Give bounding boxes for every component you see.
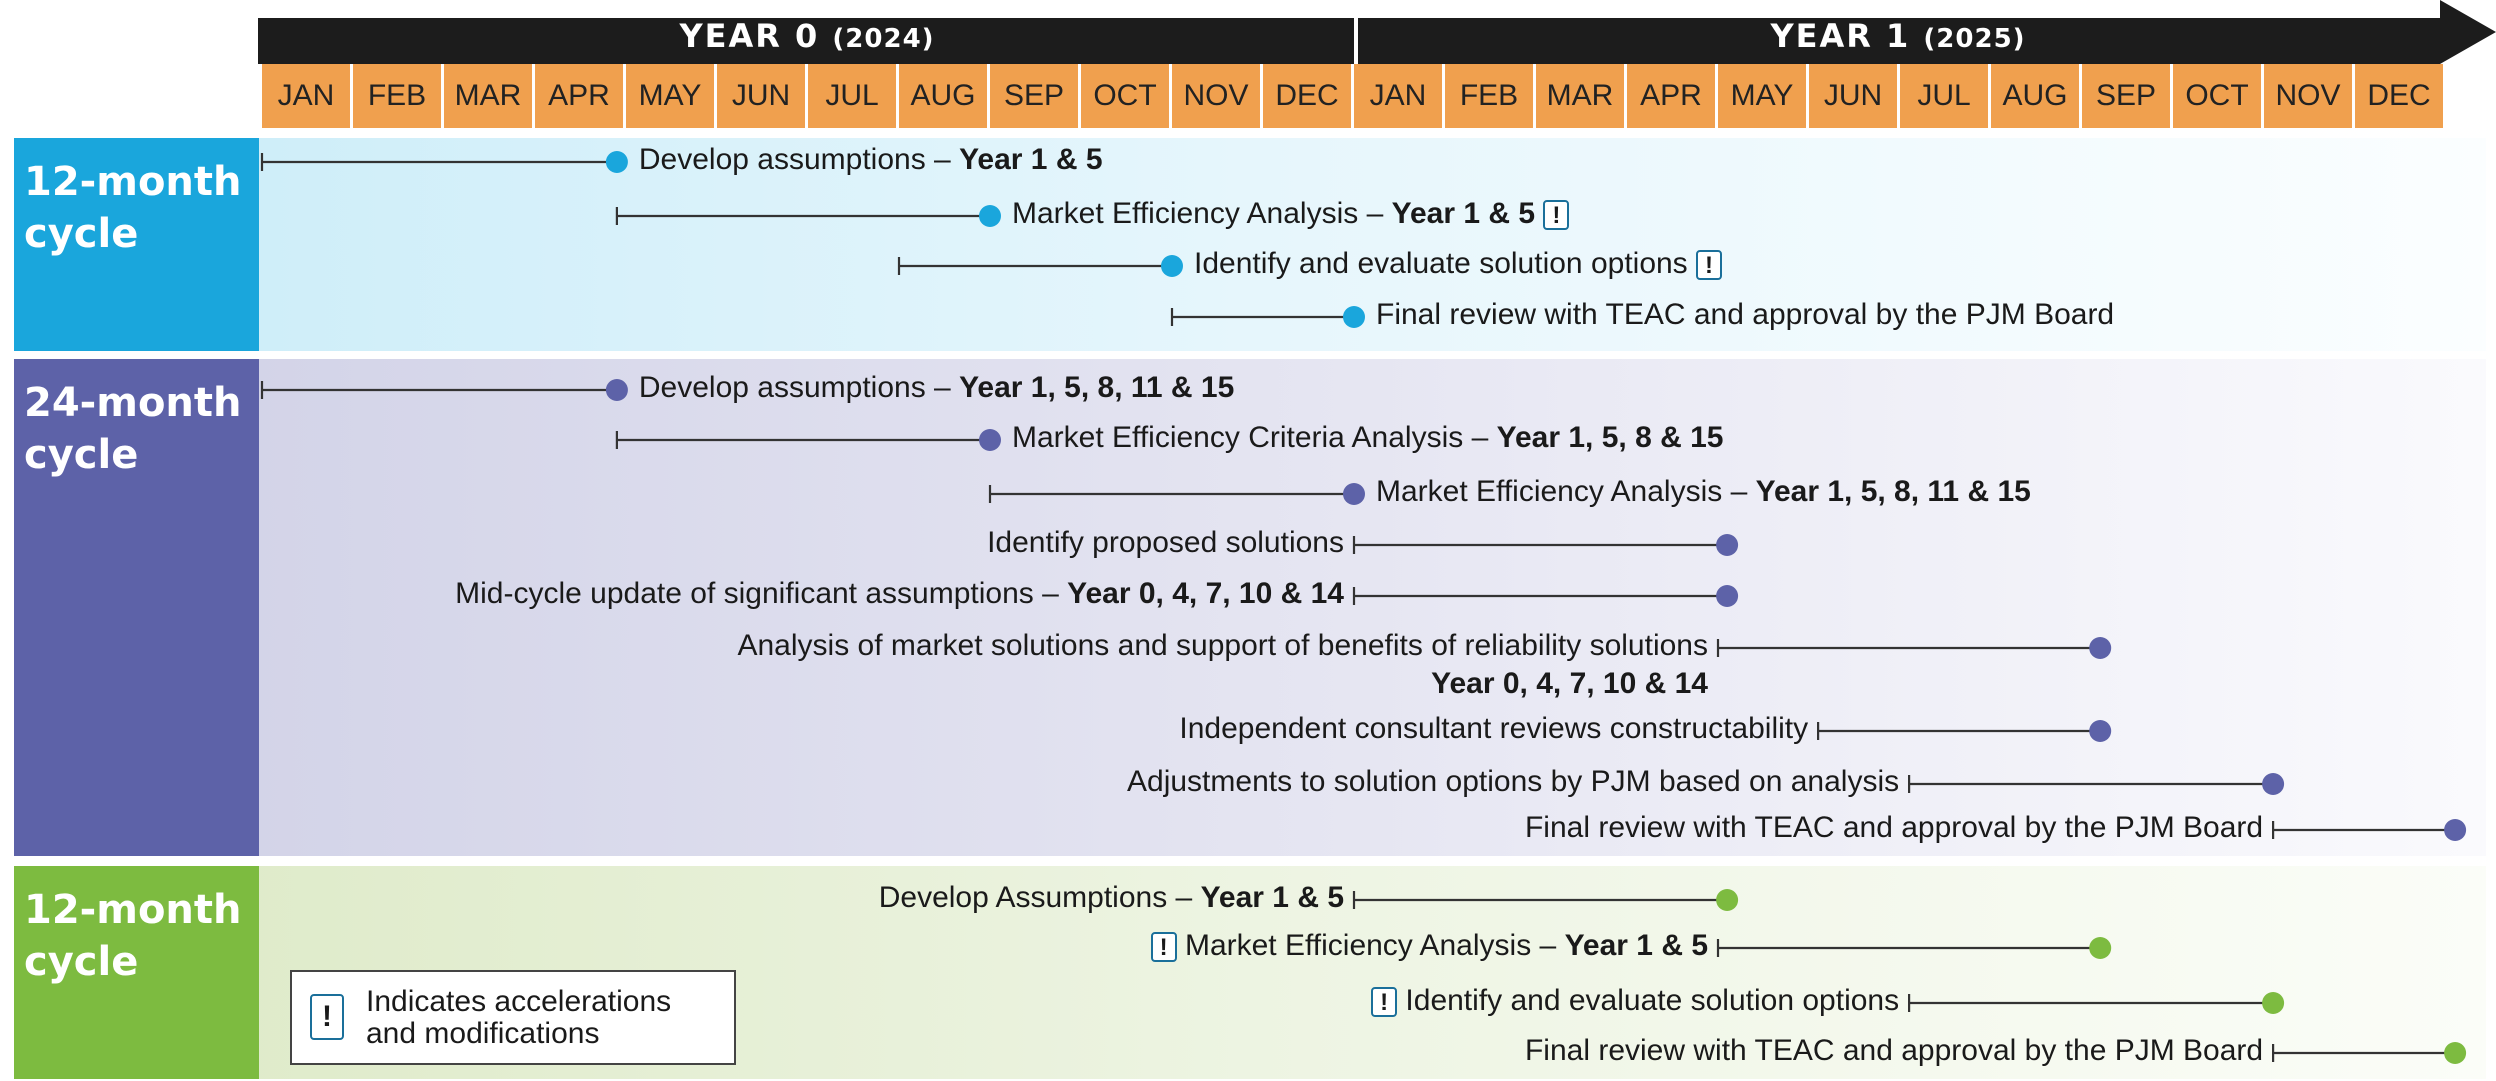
timeline-banner [258,0,2496,64]
exclamation-flag-icon: ! [1543,200,1570,231]
task-label: Develop assumptions – Year 1, 5, 8, 11 &… [638,371,1235,404]
cycle-title: 12-month cycle [14,866,259,1079]
banner-arrow-shape [258,0,2496,64]
task-label: Final review with TEAC and approval by t… [1524,1034,2264,1067]
task-label: Develop assumptions – Year 1 & 5 [638,143,1103,176]
month-label: NOV [1172,64,1260,128]
task-label: Mid-cycle update of significant assumpti… [455,577,1344,610]
month-label: AUG [899,64,987,128]
task-label: Final review with TEAC and approval by t… [1524,811,2264,844]
month-label: JUN [717,64,805,128]
exclamation-flag-icon: ! [310,994,344,1040]
month-label: JUN [1809,64,1897,128]
task-label: Adjustments to solution options by PJM b… [1127,765,1900,798]
cycle-panel-12-month-a: 12-month cycle [14,138,2486,351]
task-label: ! Identify and evaluate solution options [1371,984,1899,1018]
legend-text: Indicates accelerations and modification… [366,985,672,1050]
month-label: JAN [1354,64,1442,128]
month-label: APR [1627,64,1715,128]
month-label: FEB [353,64,441,128]
month-label: DEC [1263,64,1351,128]
task-sublabel: Year 0, 4, 7, 10 & 14 [1431,667,1708,700]
cycle-panel-24-month: 24-month cycle [14,359,2486,856]
task-label: Market Efficiency Analysis – Year 1 & 5 … [1012,197,1570,231]
month-label: DEC [2355,64,2443,128]
legend-box: ! Indicates accelerations and modificati… [290,970,736,1065]
exclamation-flag-icon: ! [1150,932,1177,963]
task-label: Final review with TEAC and approval by t… [1376,298,2115,331]
task-label: Market Efficiency Criteria Analysis – Ye… [1012,421,1724,454]
exclamation-flag-icon: ! [1696,250,1723,281]
task-label: Analysis of market solutions and support… [737,629,1708,662]
month-label: JAN [262,64,350,128]
task-label: Market Efficiency Analysis – Year 1, 5, … [1376,475,2031,508]
month-label: NOV [2264,64,2352,128]
month-label: OCT [2173,64,2261,128]
task-label: Identify proposed solutions [987,526,1344,559]
cycle-title: 24-month cycle [14,359,259,856]
month-label: APR [535,64,623,128]
month-label: SEP [2082,64,2170,128]
exclamation-flag-icon: ! [1371,987,1398,1018]
task-label: ! Market Efficiency Analysis – Year 1 & … [1150,929,1708,963]
month-label: MAY [1718,64,1806,128]
year0-label: YEAR 0 (2024) [679,17,935,55]
month-label: OCT [1081,64,1169,128]
task-label: Independent consultant reviews construct… [1179,712,1809,745]
month-label: MAY [626,64,714,128]
month-label: JUL [808,64,896,128]
month-label: JUL [1900,64,1988,128]
task-label: Identify and evaluate solution options ! [1194,247,1723,281]
year1-label: YEAR 1 (2025) [1770,17,2026,55]
task-label: Develop Assumptions – Year 1 & 5 [878,881,1344,914]
month-label: MAR [444,64,532,128]
month-label: FEB [1445,64,1533,128]
cycle-title: 12-month cycle [14,138,259,351]
month-label: MAR [1536,64,1624,128]
month-label: AUG [1991,64,2079,128]
month-label: SEP [990,64,1078,128]
